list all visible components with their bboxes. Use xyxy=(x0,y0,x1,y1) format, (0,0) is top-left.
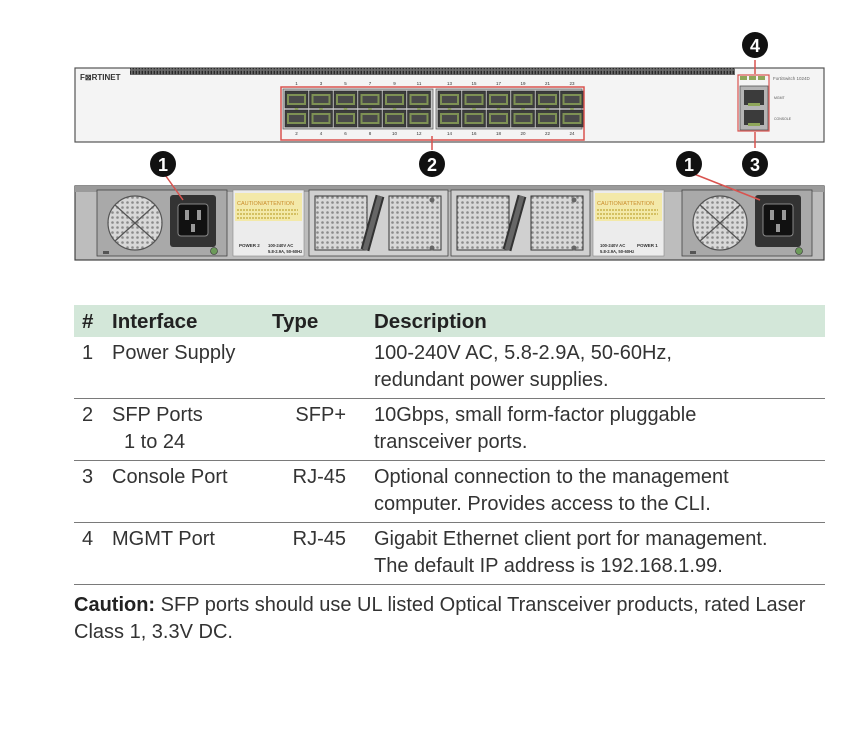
table-row: 2 SFP Ports 1 to 24 SFP+ 10Gbps, small f… xyxy=(74,399,825,461)
svg-text:POWER 2: POWER 2 xyxy=(239,243,260,248)
row-interface: Power Supply xyxy=(112,342,236,364)
row-interface: SFP Ports 1 to 24 xyxy=(112,404,203,453)
port-number-label: 11 xyxy=(417,81,422,86)
svg-text:1: 1 xyxy=(158,155,168,175)
svg-text:2: 2 xyxy=(427,155,437,175)
port-number-label: 12 xyxy=(416,131,422,136)
row-number: 2 xyxy=(82,404,94,426)
table-row: 3 Console Port RJ-45 Optional connection… xyxy=(74,461,825,523)
fan-module-2 xyxy=(450,189,591,257)
fan-module-1 xyxy=(308,189,449,257)
brand-logo: F⊠RTINET xyxy=(80,73,121,82)
status-leds xyxy=(740,76,765,80)
row-number: 3 xyxy=(82,466,94,488)
sfp-port-group-1 xyxy=(282,88,434,130)
psu-2-label: CAUTION/ATTENTION POWER 2 100-240V AC 5.… xyxy=(232,189,305,257)
col-header-type: Type xyxy=(272,309,319,333)
svg-text:5.8-2.9A, 50-60Hz: 5.8-2.9A, 50-60Hz xyxy=(600,249,634,254)
port-number-label: 6 xyxy=(344,131,347,136)
row-type: SFP+ xyxy=(295,404,346,426)
svg-text:5.8-2.9A, 50-60Hz: 5.8-2.9A, 50-60Hz xyxy=(268,249,302,254)
svg-text:CAUTION/ATTENTION: CAUTION/ATTENTION xyxy=(597,201,654,207)
svg-text:100-240V AC: 100-240V AC xyxy=(268,243,293,248)
port-number-label: 7 xyxy=(369,81,372,86)
port-number-label: 9 xyxy=(393,81,396,86)
callout-2: 2 xyxy=(419,151,445,177)
port-number-label: 18 xyxy=(496,131,502,136)
port-number-label: 8 xyxy=(369,131,372,136)
row-interface: Console Port xyxy=(112,466,228,488)
port-number-label: 4 xyxy=(320,131,323,136)
row-description: 10Gbps, small form-factor pluggable tran… xyxy=(374,404,697,453)
callout-1-left: 1 xyxy=(150,151,176,177)
col-header-number: # xyxy=(82,309,94,333)
port-number-label: 20 xyxy=(520,131,526,136)
port-number-label: 2 xyxy=(295,131,298,136)
rj45-highlight xyxy=(737,74,770,132)
callout-lines xyxy=(162,60,761,201)
row-interface: MGMT Port xyxy=(112,528,215,550)
sfp-port-group-2 xyxy=(435,88,584,130)
col-header-interface: Interface xyxy=(112,309,198,333)
power-supply-1 xyxy=(681,189,813,257)
svg-text:POWER 1: POWER 1 xyxy=(637,243,658,248)
model-label: FortiSwitch 1024D xyxy=(773,76,811,81)
port-number-label: 21 xyxy=(545,81,551,86)
port-number-label: 23 xyxy=(569,81,575,86)
callout-1-right: 1 xyxy=(676,151,702,177)
caution-note: Caution: SFP ports should use UL listed … xyxy=(74,592,834,646)
port-number-label: 14 xyxy=(447,131,453,136)
port-number-label: 5 xyxy=(344,81,347,86)
port-number-label: 1 xyxy=(295,81,298,86)
caution-label: Caution: xyxy=(74,594,156,616)
row-type xyxy=(272,337,374,399)
callout-4: 4 xyxy=(742,32,768,58)
port-number-label: 16 xyxy=(471,131,477,136)
power-supply-2 xyxy=(96,189,228,257)
port-number-label: 17 xyxy=(496,81,502,86)
row-type: RJ-45 xyxy=(292,466,346,488)
table-header-row: # Interface Type Description xyxy=(74,305,825,337)
port-number-label: 15 xyxy=(471,81,477,86)
svg-text:1: 1 xyxy=(684,155,694,175)
rear-panel: CAUTION/ATTENTION POWER 2 100-240V AC 5.… xyxy=(74,185,825,261)
svg-text:100-240V AC: 100-240V AC xyxy=(600,243,625,248)
rj45-ports: MGMT CONSOLE xyxy=(739,85,792,131)
port-number-label: 19 xyxy=(520,81,526,86)
svg-text:CAUTION/ATTENTION: CAUTION/ATTENTION xyxy=(237,201,294,207)
port-number-label: 13 xyxy=(447,81,453,86)
callout-3: 3 xyxy=(742,151,768,177)
table-row: 1 Power Supply 100-240V AC, 5.8-2.9A, 50… xyxy=(74,337,825,399)
row-type: RJ-45 xyxy=(292,528,346,550)
svg-text:3: 3 xyxy=(750,155,760,175)
port-number-label: 22 xyxy=(545,131,551,136)
port-number-label: 24 xyxy=(569,131,575,136)
table-row: 4 MGMT Port RJ-45 Gigabit Ethernet clien… xyxy=(74,523,825,585)
interface-table: # Interface Type Description 1 Power Sup… xyxy=(74,305,825,585)
caution-text: SFP ports should use UL listed Optical T… xyxy=(74,594,806,643)
port-number-label: 10 xyxy=(392,131,398,136)
row-description: Gigabit Ethernet client port for managem… xyxy=(374,528,768,577)
row-description: 100-240V AC, 5.8-2.9A, 50-60Hz, redundan… xyxy=(374,342,672,391)
svg-text:CONSOLE: CONSOLE xyxy=(774,117,792,121)
psu-1-label: CAUTION/ATTENTION 100-240V AC POWER 1 5.… xyxy=(592,189,665,257)
row-description: Optional connection to the management co… xyxy=(374,466,729,515)
svg-text:4: 4 xyxy=(750,36,760,56)
row-number: 1 xyxy=(82,342,94,364)
svg-text:MGMT: MGMT xyxy=(774,96,786,100)
col-header-description: Description xyxy=(374,309,487,333)
row-number: 4 xyxy=(82,528,94,550)
port-number-label: 3 xyxy=(320,81,323,86)
